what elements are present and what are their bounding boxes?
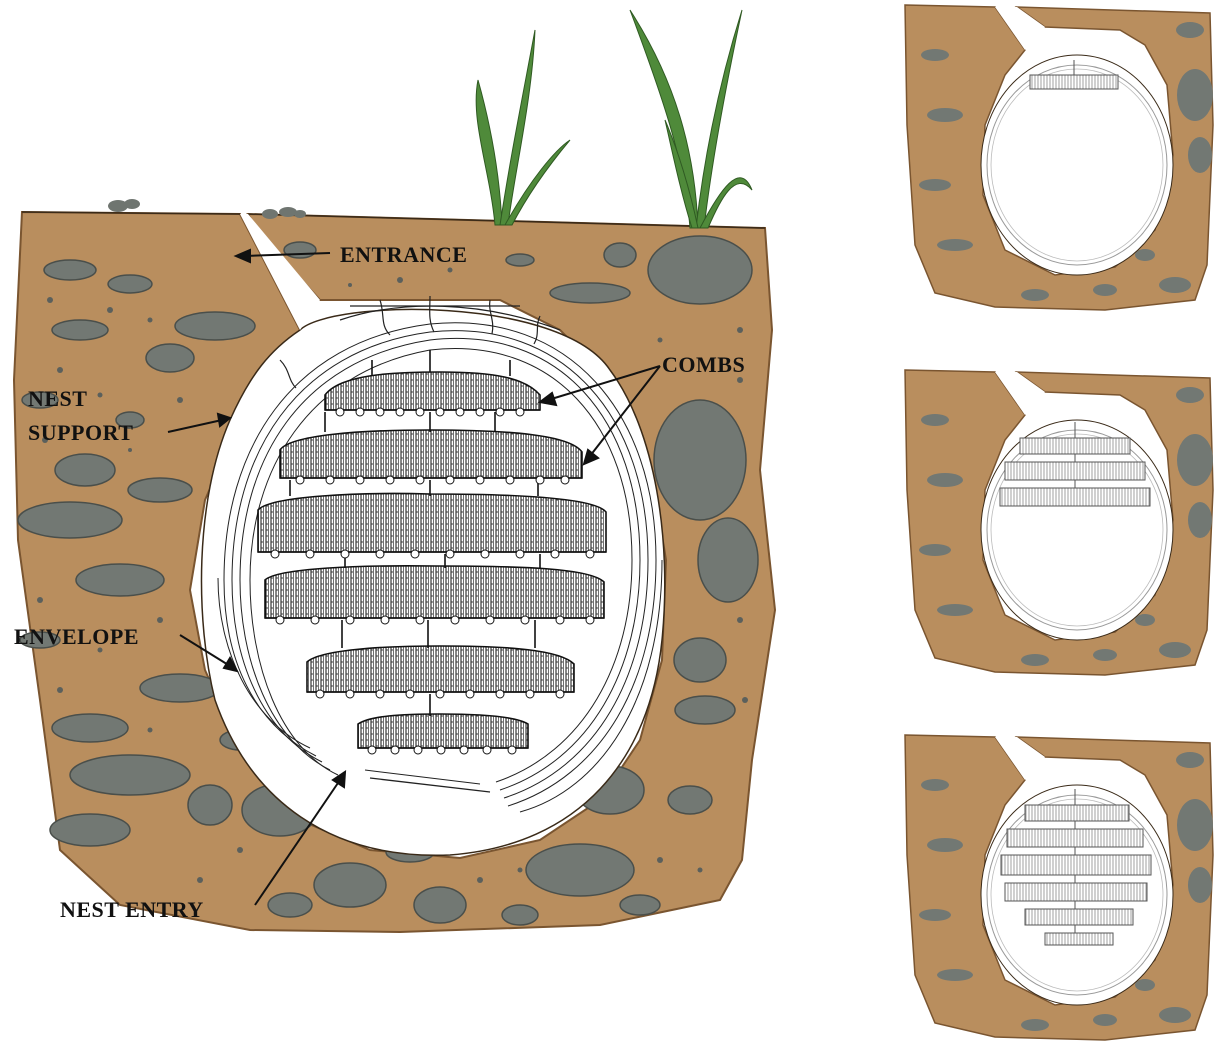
stage-panel-bottom: [905, 735, 1213, 1040]
label-nest-support-line2: SUPPORT: [28, 420, 133, 445]
label-nest-entry: NEST ENTRY: [60, 897, 204, 922]
label-nest-support-line1: NEST: [28, 386, 87, 411]
stage-panel-top: [905, 5, 1213, 310]
label-entrance: ENTRANCE: [340, 242, 467, 267]
label-envelope: ENVELOPE: [14, 624, 139, 649]
stage-panel-middle: [905, 370, 1213, 675]
label-combs: COMBS: [662, 352, 745, 377]
grass-tufts: [476, 10, 752, 228]
main-nest-diagram: ENTRANCE COMBS NEST SUPPORT ENVELOPE NES…: [14, 10, 775, 932]
